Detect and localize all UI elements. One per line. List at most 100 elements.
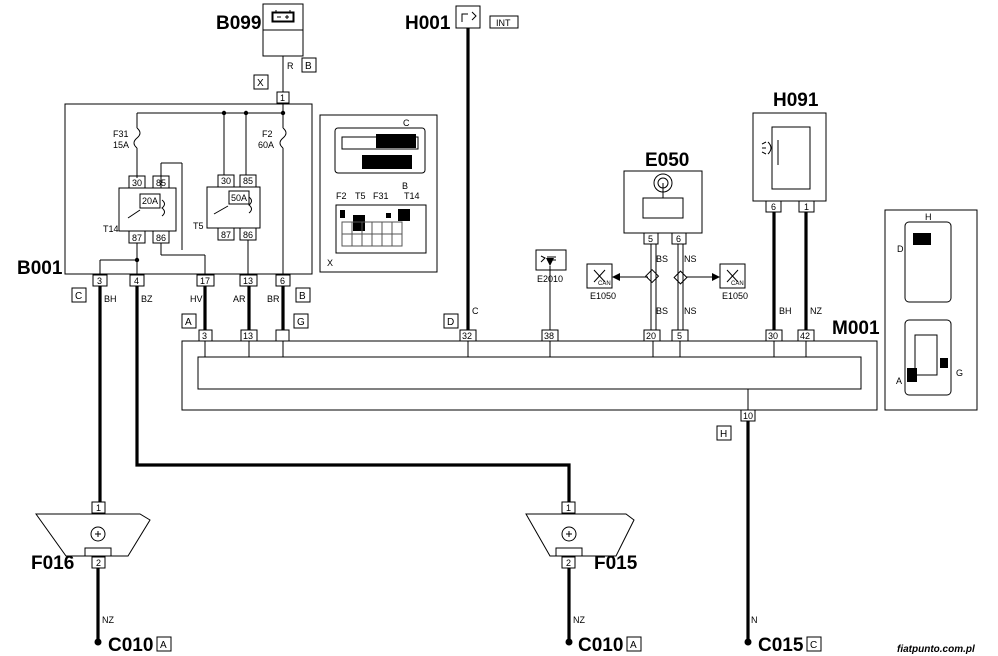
pin-m001-10: 10 [743, 411, 753, 421]
component-e1050-left-label: E1050 [590, 291, 616, 301]
t14-pin-30: 30 [132, 178, 142, 188]
pin-b001-17: 17 [200, 276, 210, 286]
inset-fusebox-c: C [403, 118, 410, 128]
t5-pin-87: 87 [221, 230, 231, 240]
component-h001-label: H001 [405, 13, 451, 34]
component-f016-label: F016 [31, 553, 74, 574]
wire-h091-bh: BH [779, 306, 792, 316]
switch-icon [461, 11, 477, 22]
connector-c-box [71, 287, 87, 303]
ground-c015-tag: C [810, 640, 817, 651]
fuse-f31-rating: 15A [113, 140, 129, 150]
t14-rating: 20A [142, 196, 158, 206]
wire-h091-nz: NZ [810, 306, 822, 316]
t5-pin-85: 85 [243, 176, 253, 186]
inset-right-fills [907, 233, 948, 382]
h091-switch [752, 112, 827, 213]
pin-b001-6: 6 [280, 276, 285, 286]
e2010-indicator [535, 249, 567, 330]
b001-box [64, 103, 313, 275]
pin-f016-1: 1 [96, 503, 101, 513]
can-label-left: CAN [598, 281, 611, 287]
ground-c015-label: C015 [758, 635, 804, 656]
battery-icon [272, 12, 294, 22]
component-e2010-label: E2010 [537, 274, 563, 284]
pin-m001-5: 5 [677, 331, 682, 341]
inset-fusebox-f31: F31 [373, 191, 389, 201]
component-e1050-right-label: E1050 [722, 291, 748, 301]
pin-f016-2: 2 [96, 558, 101, 568]
fog-light-icon [540, 141, 772, 263]
watermark: fiatpunto.com.pl [897, 644, 975, 655]
ground-c010-a-tag: A [160, 640, 167, 651]
pin-f015-2: 2 [566, 558, 571, 568]
inset-fusebox-f2: F2 [336, 191, 347, 201]
battery-b099 [262, 3, 304, 92]
connector-h-box [716, 425, 732, 441]
inset-fusebox-t5: T5 [355, 191, 366, 201]
wire-hv: HV [190, 294, 203, 304]
ground-c010-a-tag-box [156, 636, 172, 652]
pin-b001-4: 4 [134, 276, 139, 286]
connector-d-box [443, 313, 459, 329]
ground-dot-c015 [744, 638, 752, 646]
pin-b001-3: 3 [97, 276, 102, 286]
connector-x: X [257, 78, 264, 89]
connector-a-box [181, 313, 197, 329]
pin-f015-1: 1 [566, 503, 571, 513]
pin-m001-30: 30 [768, 331, 778, 341]
wire-n: N [751, 615, 758, 625]
wire-bs-bottom: BS [656, 306, 668, 316]
ground-c015-tag-box [806, 636, 822, 652]
fuse-f2-rating: 60A [258, 140, 274, 150]
component-e050-label: E050 [645, 150, 689, 171]
wire-nz-left: NZ [102, 615, 114, 625]
wire-c: C [472, 306, 479, 316]
b001-terminal-blocks [92, 274, 291, 287]
inset-right-drawing [904, 221, 952, 396]
pin-h091-6: 6 [771, 202, 776, 212]
e1050-right [719, 263, 746, 289]
t5-rating: 50A [231, 193, 247, 203]
pin-b001-1: 1 [280, 93, 285, 103]
ground-c010-b-tag: A [630, 640, 637, 651]
component-h001-tag: INT [496, 18, 511, 28]
inset-right-frame [884, 209, 978, 411]
b001-internals [99, 103, 287, 275]
wire-bz: BZ [141, 294, 153, 304]
wire-ns-bottom: NS [684, 306, 697, 316]
pin-m001-42: 42 [800, 331, 810, 341]
wire-bh: BH [104, 294, 117, 304]
pin-m001-38: 38 [544, 331, 554, 341]
m001-inner [197, 356, 862, 390]
pin-b001-13: 13 [243, 276, 253, 286]
m001-pin-boxes [198, 329, 815, 422]
pin-e050-6: 6 [676, 234, 681, 244]
inset-fusebox-t14: T14 [404, 191, 420, 201]
connector-g-box [293, 313, 309, 329]
pin-e050-5: 5 [648, 234, 653, 244]
pin-m001-32: 32 [462, 331, 472, 341]
pin-m001-3: 3 [202, 331, 207, 341]
m001-box [181, 340, 878, 411]
h001-switch [455, 5, 519, 330]
fog-lamp-f016 [35, 501, 151, 569]
t5-pin-30: 30 [221, 176, 231, 186]
inset-fusebox-frame [319, 114, 438, 273]
m001-lead-lines [204, 341, 807, 410]
inset-right-h: H [925, 212, 932, 222]
junction-dots [134, 110, 286, 263]
e1050-left [586, 263, 613, 289]
thick-wires [96, 28, 808, 640]
component-m001-label: M001 [832, 318, 880, 339]
t14-pin-87: 87 [132, 233, 142, 243]
can-label-right: CAN [731, 281, 744, 287]
connector-d: D [447, 317, 454, 328]
ground-c010-a-label: C010 [108, 635, 153, 656]
ground-symbols [94, 638, 752, 646]
t14-pin-86: 86 [156, 233, 166, 243]
inset-fusebox-x: X [327, 258, 333, 268]
inset-fusebox-b: B [402, 181, 408, 191]
connector-c: C [75, 291, 82, 302]
